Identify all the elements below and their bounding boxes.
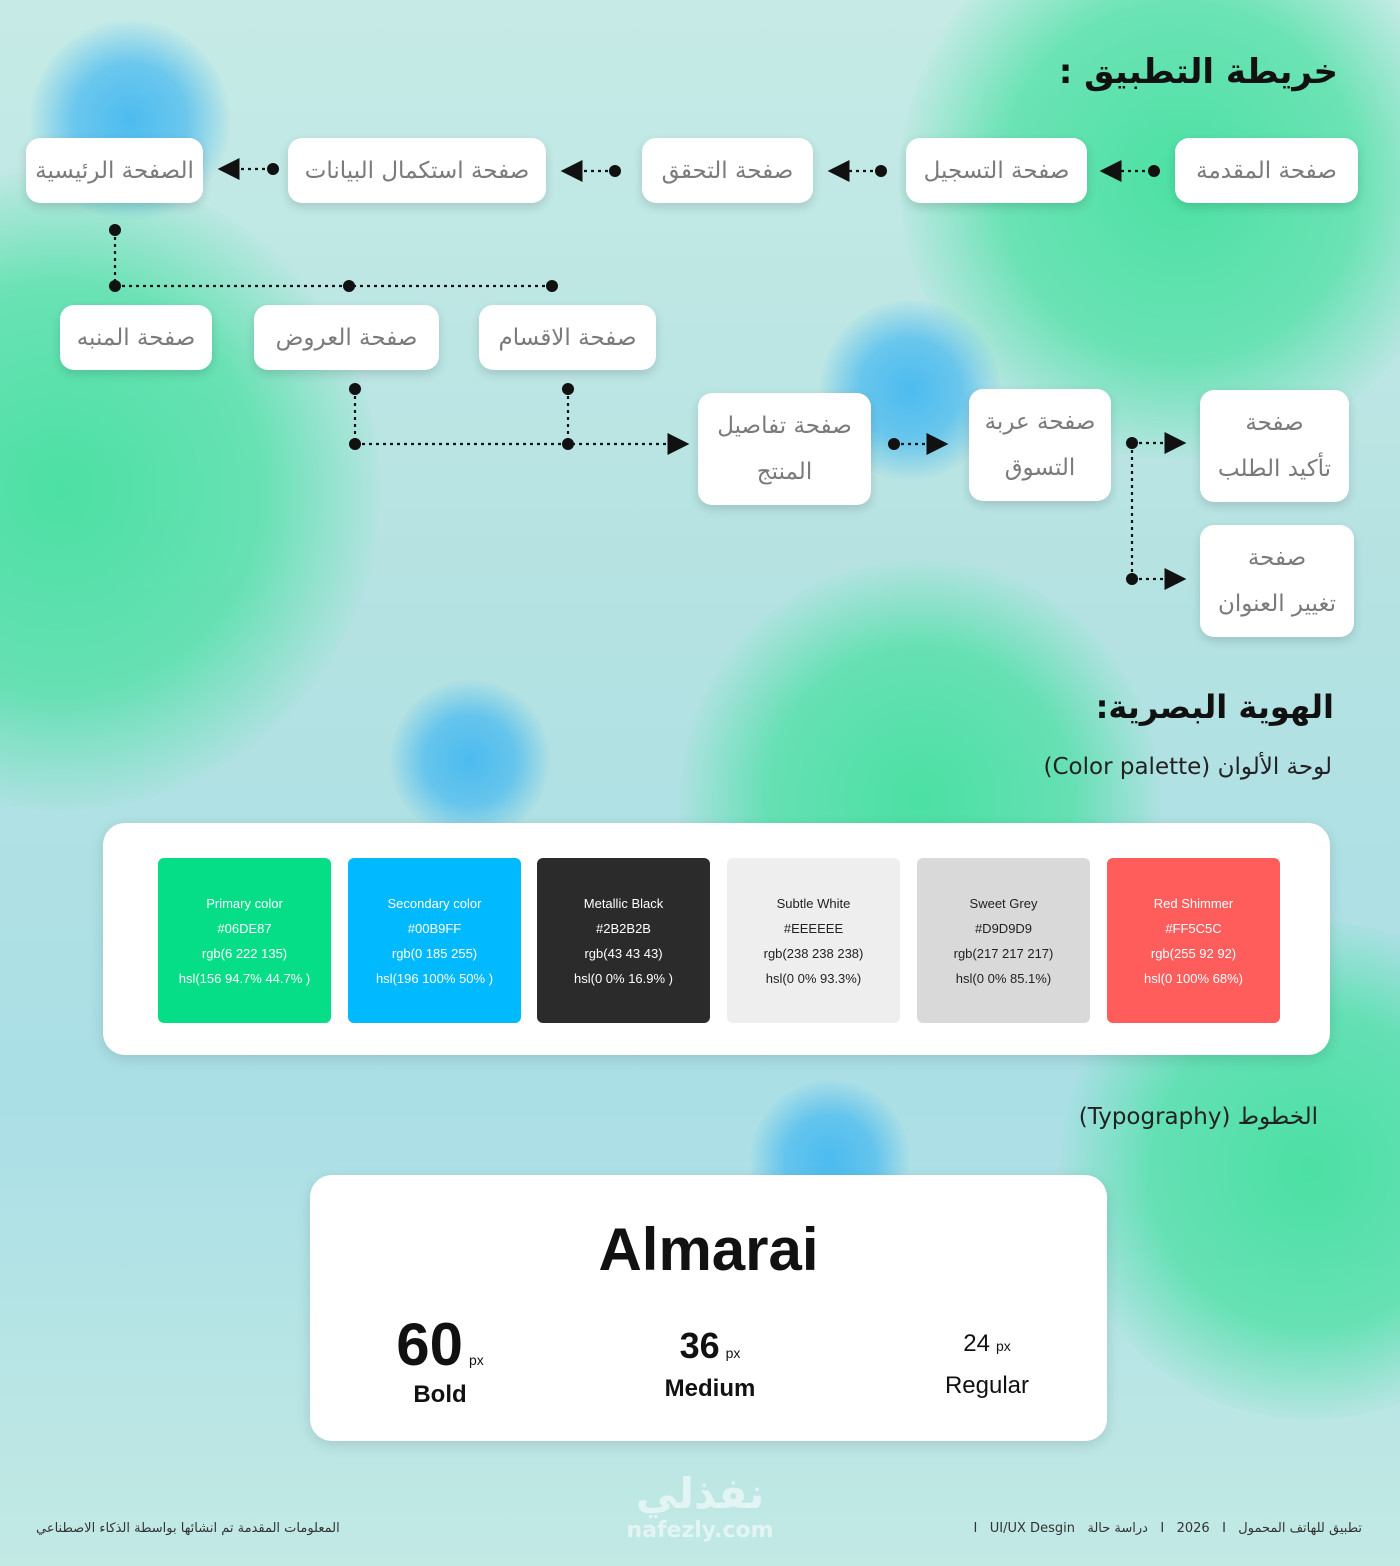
swatch-secondary: Secondary color #00B9FF rgb(0 185 255) h…: [348, 858, 521, 1023]
node-label: صفحة عربة: [984, 409, 1096, 435]
swatch-hsl: hsl(0 0% 93.3%): [765, 970, 862, 986]
swatch-name: Sweet Grey: [969, 895, 1038, 911]
swatch-hex: #2B2B2B: [596, 920, 651, 936]
node-offers[interactable]: صفحة العروض: [254, 305, 439, 370]
swatch-name: Metallic Black: [583, 895, 664, 911]
swatch-hex: #00B9FF: [407, 920, 462, 936]
swatch-subtle-white: Subtle White #EEEEEE rgb(238 238 238) hs…: [727, 858, 900, 1023]
weight-bold: 60 px Bold: [380, 1310, 500, 1409]
node-label: صفحة المقدمة: [1196, 157, 1337, 184]
node-change-address[interactable]: صفحة تغيير العنوان: [1200, 525, 1354, 637]
swatch-hex: #06DE87: [217, 920, 272, 936]
swatch-name: Subtle White: [776, 895, 851, 911]
watermark-logo: نفذلي: [635, 1469, 765, 1518]
swatch-primary: Primary color #06DE87 rgb(6 222 135) hsl…: [158, 858, 331, 1023]
color-palette-card: Primary color #06DE87 rgb(6 222 135) hsl…: [103, 823, 1330, 1055]
swatch-hsl: hsl(0 0% 85.1%): [955, 970, 1052, 986]
node-complete-data[interactable]: صفحة استكمال البيانات: [288, 138, 546, 203]
watermark: نفذلي nafezly.com: [600, 1469, 800, 1544]
typography-card: Almarai 60 px Bold 36 px Medium 24 px Regul…: [310, 1175, 1107, 1441]
watermark-site: nafezly.com: [626, 1518, 774, 1543]
swatch-name: Secondary color: [387, 895, 482, 911]
size-value: 36: [679, 1325, 720, 1366]
swatch-hex: #FF5C5C: [1165, 920, 1222, 936]
swatch-metallic-black: Metallic Black #2B2B2B rgb(43 43 43) hsl…: [537, 858, 710, 1023]
node-product-details[interactable]: صفحة تفاصيل المنتج: [698, 393, 871, 505]
swatch-rgb: rgb(6 222 135): [201, 945, 288, 961]
node-label: تأكيد الطلب: [1217, 456, 1332, 482]
swatch-hsl: hsl(0 100% 68%): [1144, 970, 1243, 986]
node-register[interactable]: صفحة التسجيل: [906, 138, 1087, 203]
footer-project-info: تطبيق للهاتف المحمول I 2026 I دراسة حالة…: [973, 1521, 1362, 1536]
node-label: التسوق: [1004, 455, 1076, 481]
size-unit: px: [725, 1345, 741, 1361]
font-name: Almarai: [598, 1216, 819, 1283]
node-label: صفحة: [1247, 545, 1307, 571]
swatch-rgb: rgb(255 92 92): [1150, 945, 1237, 961]
node-label: المنتج: [756, 459, 813, 485]
swatch-name: Primary color: [206, 895, 283, 911]
swatch-rgb: rgb(238 238 238): [763, 945, 864, 961]
swatch-hsl: hsl(196 100% 50% ): [375, 970, 494, 986]
node-label: صفحة الاقسام: [498, 324, 637, 351]
typography-label: الخطوط (Typography): [1078, 1104, 1318, 1130]
swatch-rgb: rgb(43 43 43): [584, 945, 663, 961]
node-label: تغيير العنوان: [1218, 591, 1336, 617]
node-label: صفحة: [1245, 410, 1304, 436]
node-label: صفحة المنبه: [76, 324, 196, 351]
swatch-hex: #D9D9D9: [974, 920, 1033, 936]
swatch-hsl: hsl(0 0% 16.9% ): [574, 970, 673, 986]
size-unit: px: [995, 1338, 1011, 1354]
size-value: 60: [396, 1311, 463, 1378]
node-label: صفحة التحقق: [661, 157, 794, 184]
node-label: الصفحة الرئيسية: [35, 157, 194, 184]
node-label: صفحة استكمال البيانات: [304, 157, 530, 184]
palette-label: لوحة الألوان (Color palette): [1043, 754, 1332, 780]
swatch-hsl: hsl(156 94.7% 44.7% ): [178, 970, 311, 986]
node-order-confirm[interactable]: صفحة تأكيد الطلب: [1200, 390, 1349, 502]
node-verify[interactable]: صفحة التحقق: [642, 138, 813, 203]
node-label: صفحة تفاصيل: [717, 413, 852, 439]
swatch-name: Red Shimmer: [1153, 895, 1234, 911]
weight-medium: 36 px Medium: [650, 1325, 770, 1403]
weight-label: Medium: [664, 1375, 756, 1402]
size-unit: px: [468, 1352, 484, 1368]
node-label: صفحة العروض: [275, 324, 418, 351]
size-value: 24: [963, 1330, 990, 1357]
weight-label: Regular: [944, 1372, 1030, 1399]
node-alerts[interactable]: صفحة المنبه: [60, 305, 212, 370]
footer-disclaimer: المعلومات المقدمة تم انشائها بواسطة الذك…: [36, 1521, 340, 1536]
weight-regular: 24 px Regular: [927, 1330, 1047, 1400]
weight-label: Bold: [413, 1381, 467, 1408]
node-label: صفحة التسجيل: [923, 157, 1070, 184]
node-home[interactable]: الصفحة الرئيسية: [26, 138, 203, 203]
app-map-title: خريطة التطبيق :: [1058, 52, 1338, 92]
swatch-rgb: rgb(217 217 217): [953, 945, 1054, 961]
node-intro[interactable]: صفحة المقدمة: [1175, 138, 1358, 203]
swatch-hex: #EEEEEE: [783, 920, 844, 936]
visual-identity-title: الهوية البصرية:: [1095, 688, 1334, 726]
swatch-red-shimmer: Red Shimmer #FF5C5C rgb(255 92 92) hsl(0…: [1107, 858, 1280, 1023]
swatch-sweet-grey: Sweet Grey #D9D9D9 rgb(217 217 217) hsl(…: [917, 858, 1090, 1023]
node-categories[interactable]: صفحة الاقسام: [479, 305, 656, 370]
swatch-rgb: rgb(0 185 255): [391, 945, 478, 961]
node-cart[interactable]: صفحة عربة التسوق: [969, 389, 1111, 501]
